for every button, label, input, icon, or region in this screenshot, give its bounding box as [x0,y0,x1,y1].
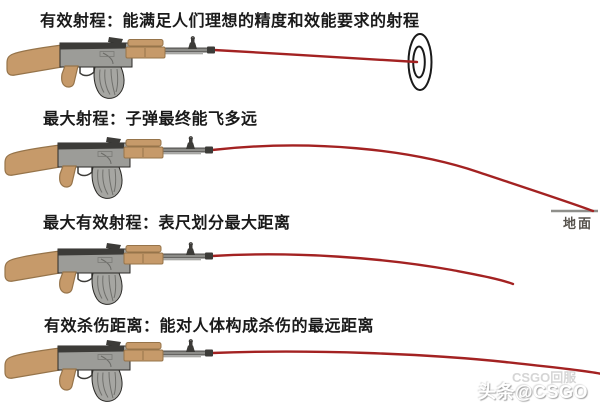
ground-label: 地面 [562,216,593,231]
label-effective-range: 有效射程：能满足人们理想的精度和效能要求的射程 [40,13,420,30]
trajectory-maximum-range [210,144,595,213]
watermark: 头条@CSGO [478,382,589,402]
trajectory-effective-range [212,48,419,64]
ak47-rifle-icon [4,338,214,403]
label-effective-lethal-distance: 有效杀伤距离：能对人体构成杀伤的最远距离 [44,318,375,335]
watermark-ghost: CSGO回服 [512,370,577,385]
trajectory-max-effective-range [210,253,515,286]
ak47-rifle-icon [4,135,214,200]
label-maximum-range: 最大射程：子弹最终能飞多远 [43,111,258,128]
bullseye-target-icon [407,33,433,91]
trajectory-lethal-range [210,350,600,375]
label-max-effective-range: 最大有效射程：表尺划分最大距离 [43,215,291,232]
ak47-rifle-icon [4,241,214,306]
ak47-rifle-icon [6,35,216,100]
